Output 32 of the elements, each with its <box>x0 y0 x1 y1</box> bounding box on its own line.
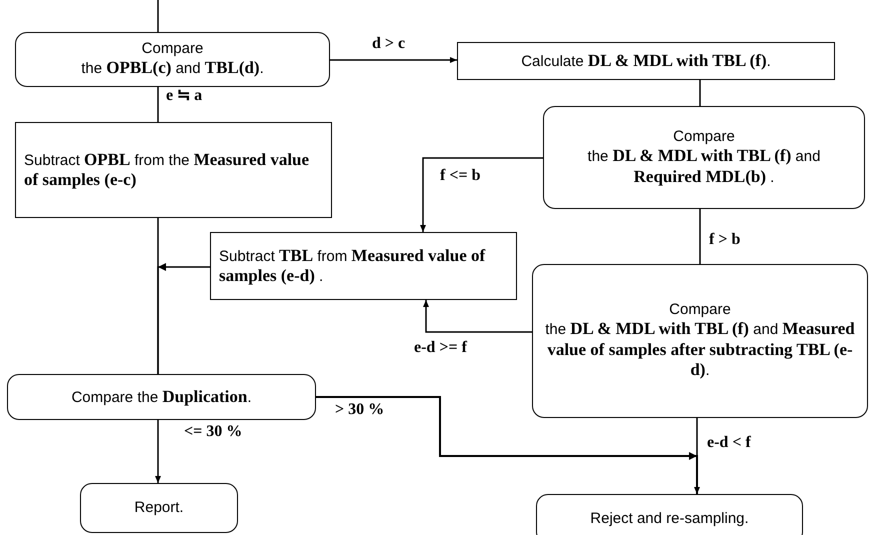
box-text: the OPBL(c) and TBL(d). <box>81 58 264 79</box>
process-box <box>210 232 517 300</box>
box-text: the DL & MDL with TBL (f) and Required MDL(b) . <box>586 146 822 187</box>
process-box <box>457 42 835 80</box>
process-box <box>15 122 332 218</box>
box-text: Compare <box>669 301 731 320</box>
box-text: Compare the Duplication. <box>71 386 252 408</box>
box-text: Subtract TBL from Measured value of samples (e-d) . <box>219 246 486 286</box>
box-text: Compare <box>673 128 735 146</box>
arrow <box>155 420 161 483</box>
connector-line <box>157 87 159 122</box>
connector-line <box>699 209 701 264</box>
process-box-rounded <box>536 494 803 535</box>
arrow <box>420 157 543 232</box>
box-text: Report. <box>134 499 184 517</box>
arrow <box>694 418 700 494</box>
arrow <box>330 57 457 63</box>
arrow <box>316 396 698 494</box>
connector-line <box>157 0 159 32</box>
arrow <box>157 263 210 374</box>
box-text: Subtract OPBL from the Measured value of samples (e-c) <box>24 150 310 190</box>
process-box-rounded <box>543 106 865 209</box>
process-box-rounded <box>532 264 868 418</box>
box-text: Reject and re-sampling. <box>590 510 749 528</box>
box-text: Compare <box>142 40 204 58</box>
box-text: Calculate DL & MDL with TBL (f). <box>521 50 771 72</box>
process-box-rounded <box>80 483 238 533</box>
arrow <box>423 300 532 333</box>
process-box-rounded <box>7 374 316 420</box>
connector-line <box>699 80 701 106</box>
box-text: the DL & MDL with TBL (f) and Measured value of samples after subtracting TBL (e-d). <box>544 319 856 381</box>
process-box-rounded <box>15 32 330 87</box>
